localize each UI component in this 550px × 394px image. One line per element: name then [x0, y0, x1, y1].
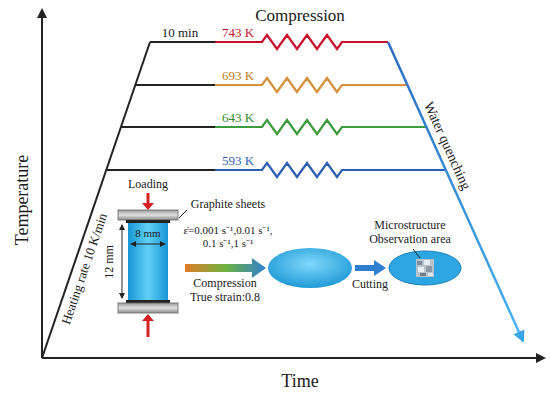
axis-title: Temperature — [12, 155, 33, 246]
cut-specimen — [389, 251, 461, 285]
stage-label: Water quenching — [420, 99, 474, 192]
callout-label: Microstructure Observation area — [362, 219, 458, 247]
cylinder-specimen — [128, 223, 168, 300]
dimension-label: 12 mm — [103, 245, 117, 279]
bottom-platen — [118, 303, 178, 313]
step-label: Compression True strain:0.8 — [185, 277, 265, 305]
height-dimension — [122, 225, 123, 298]
temperature-label: 693 K — [222, 69, 254, 84]
stage-label: Compression — [255, 6, 345, 26]
load-arrow-bottom — [147, 321, 150, 337]
dimension-label: 8 mm — [135, 227, 160, 240]
temperature-label: 743 K — [222, 26, 254, 41]
step-label: Cutting — [352, 278, 388, 292]
compression-arrow — [185, 258, 266, 278]
top-platen — [118, 210, 178, 220]
time-axis — [42, 357, 544, 359]
observation-leader — [413, 249, 420, 258]
compressed-specimen — [268, 248, 352, 288]
cutting-arrow — [355, 260, 386, 276]
load-label: Loading — [128, 178, 168, 192]
strain-rate-label: ε̇=0.001 s⁻¹,0.01 s⁻¹, 0.1 s⁻¹,1 s⁻¹ — [181, 224, 276, 249]
temperature-label: 643 K — [222, 111, 254, 126]
part-label: Graphite sheets — [191, 198, 265, 212]
axis-title: Time — [281, 371, 318, 392]
quench-line — [388, 42, 523, 341]
graphite-leader — [179, 210, 187, 218]
observation-area — [416, 259, 434, 277]
load-arrowhead-top — [142, 203, 154, 210]
temperature-axis — [41, 10, 43, 358]
graphite-sheet-bottom — [126, 300, 170, 303]
diameter-dimension — [131, 244, 165, 245]
hold-time-label: 10 min — [162, 26, 198, 41]
temperature-label: 593 K — [222, 154, 254, 169]
hold-lines — [106, 42, 215, 170]
load-arrowhead-bottom — [142, 314, 154, 321]
graphite-sheet-top — [126, 220, 170, 223]
